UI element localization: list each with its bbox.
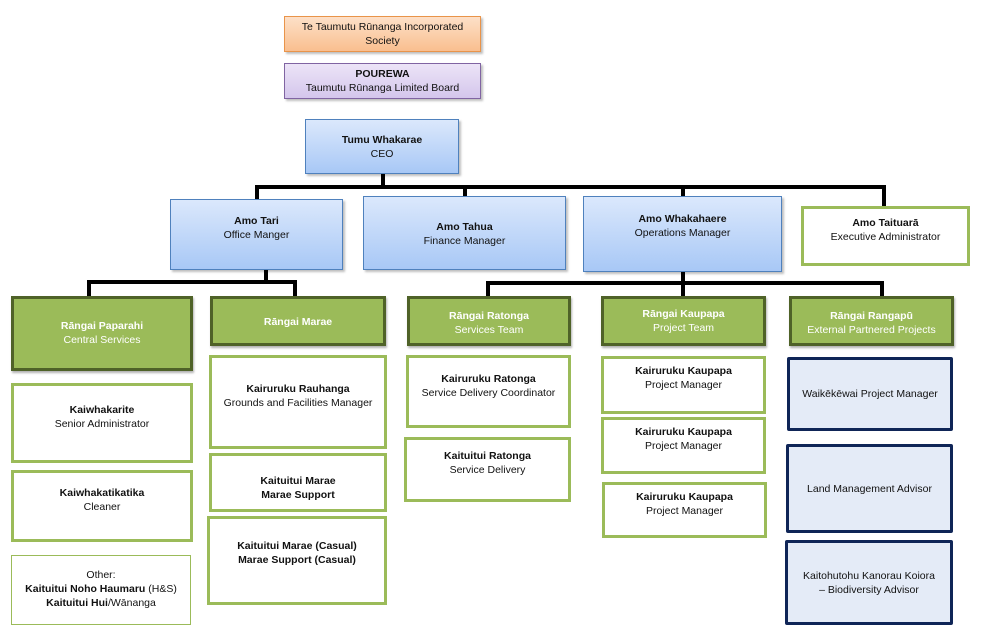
- connector-amo-tari: [255, 185, 259, 200]
- connector-paparahi: [87, 280, 91, 298]
- society-box: Te Taumutu Rūnanga Incorporated Society: [284, 16, 481, 52]
- manager-title: Amo Tahua: [436, 221, 493, 233]
- team-subtitle: External Partnered Projects: [807, 324, 936, 336]
- team-ratonga: Rāngai Ratonga Services Team: [407, 296, 571, 346]
- team-title: Rāngai Rangapū: [830, 310, 913, 322]
- connector-office-down: [264, 270, 268, 284]
- role-subtitle: Cleaner: [83, 501, 121, 513]
- role-line1: Land Management Advisor: [807, 482, 932, 495]
- connector-marae: [293, 280, 297, 298]
- role-kaiwhakatikatika: Kaiwhakatikatika Cleaner: [11, 470, 193, 542]
- role-title: Kaiwhakarite: [69, 404, 135, 416]
- manager-amo-tahua: Amo Tahua Finance Manager: [363, 196, 566, 270]
- role-kairuruku-kaupapa-2: Kairuruku Kaupapa Project Manager: [601, 417, 766, 474]
- ceo-subtitle: CEO: [370, 148, 394, 160]
- manager-subtitle: Operations Manager: [634, 227, 731, 239]
- role-land-management: Land Management Advisor: [786, 444, 953, 533]
- other-line2-bold: Kaituitui Hui: [46, 597, 108, 609]
- other-prefix: Other:: [86, 569, 116, 581]
- team-kaupapa: Rāngai Kaupapa Project Team: [601, 296, 766, 346]
- other-line2: Kaituitui Hui/Wānanga: [46, 596, 156, 610]
- role-kairuruku-kaupapa-1: Kairuruku Kaupapa Project Manager: [601, 356, 766, 414]
- connector-amo-taituara: [882, 185, 886, 207]
- role-subtitle: Project Manager: [644, 440, 723, 452]
- team-subtitle: Services Team: [454, 324, 524, 336]
- society-line2: Society: [365, 35, 400, 47]
- team-title: Rāngai Kaupapa: [642, 308, 725, 320]
- role-title: Kairuruku Ratonga: [441, 373, 536, 385]
- team-subtitle: Project Team: [652, 322, 715, 334]
- role-subtitle: Project Manager: [645, 505, 724, 517]
- role-subtitle: Service Delivery Coordinator: [421, 387, 556, 399]
- ceo-title: Tumu Whakarae: [341, 134, 423, 146]
- team-title: Rāngai Ratonga: [449, 310, 529, 322]
- manager-title: Amo Whakahaere: [638, 213, 727, 225]
- connector-ops-down: [681, 272, 685, 283]
- role-kairuruku-kaupapa-3: Kairuruku Kaupapa Project Manager: [602, 482, 767, 538]
- role-subtitle: Service Delivery: [449, 464, 526, 476]
- other-line1-bold: Kaituitui Noho Haumaru: [25, 583, 146, 595]
- role-title: Kaituitui Marae: [260, 475, 336, 487]
- role-kaituitui-marae-casual: Kaituitui Marae (Casual) Marae Support (…: [207, 516, 387, 605]
- connector-office-bus: [87, 280, 297, 284]
- role-subtitle: Marae Support: [261, 489, 335, 501]
- manager-subtitle: Finance Manager: [423, 235, 506, 247]
- role-waikekewai-pm: Waikēkēwai Project Manager: [787, 357, 953, 431]
- connector-ops-bus: [486, 281, 884, 285]
- role-line1: Waikēkēwai Project Manager: [802, 388, 938, 400]
- society-line1: Te Taumutu Rūnanga Incorporated: [301, 21, 464, 33]
- board-subtitle: Taumutu Rūnanga Limited Board: [305, 82, 460, 94]
- connector-managers-bus: [255, 185, 886, 189]
- team-subtitle: Central Services: [63, 334, 141, 346]
- team-rangapu: Rāngai Rangapū External Partnered Projec…: [789, 296, 954, 346]
- other-line1-normal: (H&S): [145, 583, 177, 595]
- connector-amo-whakahaere: [681, 185, 685, 197]
- connector-amo-tahua: [463, 185, 467, 197]
- manager-subtitle: Executive Administrator: [830, 231, 941, 243]
- role-kaituitui-ratonga: Kaituitui Ratonga Service Delivery: [404, 437, 571, 502]
- role-biodiversity-advisor: Kaitohutohu Kanorau Koiora – Biodiversit…: [785, 540, 953, 625]
- ceo-box: Tumu Whakarae CEO: [305, 119, 459, 174]
- role-title: Kaituitui Ratonga: [444, 450, 531, 462]
- connector-kaupapa: [681, 281, 685, 298]
- role-line1: Kaitohutohu Kanorau Koiora: [803, 569, 935, 582]
- board-box: POUREWA Taumutu Rūnanga Limited Board: [284, 63, 481, 99]
- role-title: Kairuruku Rauhanga: [246, 383, 350, 395]
- manager-amo-tari: Amo Tari Office Manger: [170, 199, 343, 270]
- role-subtitle: Senior Administrator: [54, 418, 150, 430]
- team-title: Rāngai Marae: [263, 316, 333, 328]
- role-subtitle: Grounds and Facilities Manager: [223, 397, 373, 409]
- team-paparahi: Rāngai Paparahi Central Services: [11, 296, 193, 371]
- other-line1: Kaituitui Noho Haumaru (H&S): [25, 582, 177, 596]
- connector-rangapu: [880, 281, 884, 298]
- role-kairuruku-rauhanga: Kairuruku Rauhanga Grounds and Facilitie…: [209, 355, 387, 449]
- role-kaituitui-marae: Kaituitui Marae Marae Support: [209, 453, 387, 512]
- manager-amo-whakahaere: Amo Whakahaere Operations Manager: [583, 196, 782, 272]
- role-kaiwhakarite: Kaiwhakarite Senior Administrator: [11, 383, 193, 463]
- role-subtitle: Marae Support (Casual): [238, 554, 356, 566]
- role-title: Kairuruku Kaupapa: [636, 491, 733, 503]
- other-line2-normal: /Wānanga: [107, 597, 156, 609]
- role-title: Kairuruku Kaupapa: [635, 426, 732, 438]
- role-title: Kaiwhakatikatika: [59, 487, 145, 499]
- manager-title: Amo Taituarā: [852, 217, 919, 229]
- role-title: Kaituitui Marae (Casual): [237, 540, 357, 552]
- role-subtitle: Project Manager: [644, 379, 723, 391]
- role-other: Other: Kaituitui Noho Haumaru (H&S) Kait…: [11, 555, 191, 625]
- connector-ratonga: [486, 281, 490, 298]
- team-marae: Rāngai Marae: [210, 296, 386, 346]
- manager-subtitle: Office Manger: [223, 229, 290, 241]
- role-line2: – Biodiversity Advisor: [819, 583, 919, 596]
- manager-title: Amo Tari: [234, 215, 279, 227]
- team-title: Rāngai Paparahi: [60, 320, 144, 332]
- role-kairuruku-ratonga: Kairuruku Ratonga Service Delivery Coord…: [406, 355, 571, 428]
- connector-ceo-down: [381, 174, 385, 188]
- manager-amo-taituara: Amo Taituarā Executive Administrator: [801, 206, 970, 266]
- board-title: POUREWA: [355, 68, 410, 80]
- role-title: Kairuruku Kaupapa: [635, 365, 732, 377]
